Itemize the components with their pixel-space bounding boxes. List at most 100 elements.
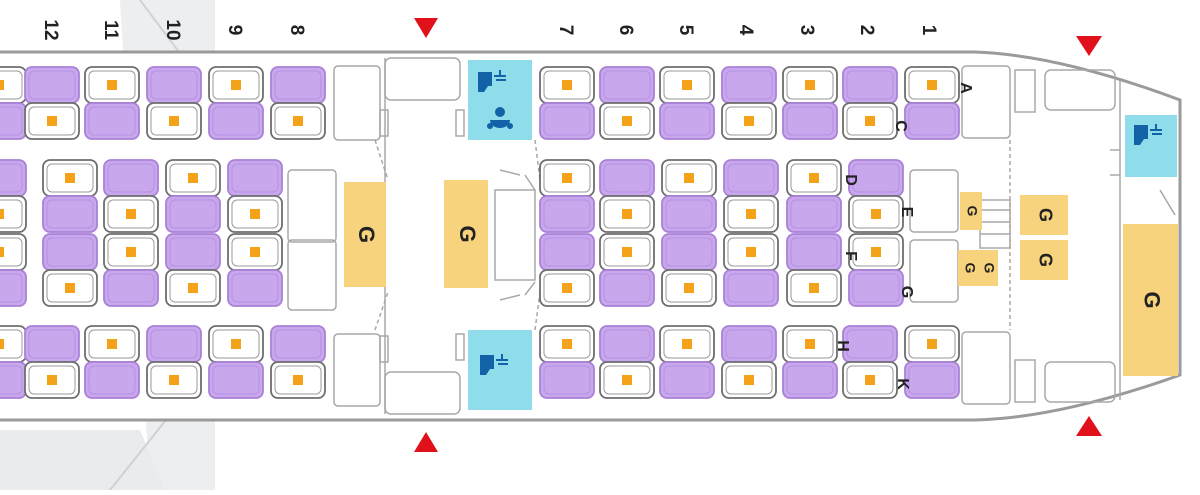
seat[interactable] [848, 195, 904, 233]
seat-indicator [562, 283, 572, 293]
seat[interactable] [904, 66, 960, 104]
seat[interactable] [103, 233, 159, 271]
seat[interactable] [848, 269, 904, 307]
seat[interactable] [904, 361, 960, 399]
seat[interactable] [146, 66, 202, 104]
seat[interactable] [208, 102, 264, 140]
seat[interactable] [539, 66, 595, 104]
galley: G [1020, 240, 1068, 280]
seat[interactable] [227, 159, 283, 197]
seat[interactable] [721, 361, 777, 399]
seat[interactable] [904, 325, 960, 363]
seat[interactable] [599, 195, 655, 233]
seat[interactable] [661, 233, 717, 271]
seat[interactable] [539, 195, 595, 233]
seat[interactable] [42, 159, 98, 197]
seat[interactable] [270, 325, 326, 363]
seat[interactable] [721, 325, 777, 363]
seat[interactable] [270, 102, 326, 140]
seat[interactable] [723, 269, 779, 307]
seat[interactable] [24, 102, 80, 140]
seat[interactable] [599, 233, 655, 271]
seat[interactable] [0, 325, 27, 363]
seat[interactable] [84, 361, 140, 399]
seat[interactable] [24, 66, 80, 104]
seat[interactable] [539, 361, 595, 399]
seat[interactable] [599, 66, 655, 104]
seat[interactable] [904, 102, 960, 140]
seat[interactable] [0, 233, 27, 271]
seat[interactable] [24, 361, 80, 399]
seat[interactable] [84, 325, 140, 363]
seat[interactable] [539, 269, 595, 307]
seat[interactable] [0, 66, 27, 104]
seat[interactable] [208, 66, 264, 104]
seat[interactable] [208, 325, 264, 363]
seat[interactable] [24, 325, 80, 363]
seat[interactable] [539, 233, 595, 271]
seat-indicator [682, 80, 692, 90]
seat[interactable] [782, 102, 838, 140]
seat[interactable] [0, 159, 27, 197]
seat[interactable] [659, 102, 715, 140]
seat[interactable] [599, 102, 655, 140]
seat[interactable] [84, 102, 140, 140]
seat[interactable] [599, 361, 655, 399]
seat[interactable] [842, 102, 898, 140]
seat[interactable] [599, 159, 655, 197]
seat[interactable] [599, 325, 655, 363]
seat[interactable] [208, 361, 264, 399]
seat[interactable] [103, 195, 159, 233]
seat[interactable] [146, 325, 202, 363]
seat[interactable] [103, 269, 159, 307]
seat[interactable] [165, 195, 221, 233]
seat[interactable] [723, 233, 779, 271]
seat[interactable] [786, 195, 842, 233]
seat[interactable] [786, 269, 842, 307]
seat[interactable] [0, 361, 27, 399]
seat[interactable] [842, 361, 898, 399]
seat[interactable] [0, 102, 27, 140]
seat[interactable] [146, 361, 202, 399]
seat[interactable] [227, 195, 283, 233]
seat[interactable] [786, 159, 842, 197]
seat[interactable] [659, 361, 715, 399]
seat[interactable] [42, 233, 98, 271]
seat[interactable] [270, 66, 326, 104]
seat[interactable] [103, 159, 159, 197]
seat[interactable] [782, 66, 838, 104]
seat[interactable] [782, 361, 838, 399]
seat[interactable] [165, 269, 221, 307]
seat[interactable] [165, 233, 221, 271]
seat[interactable] [0, 195, 27, 233]
seat[interactable] [0, 269, 27, 307]
seat-indicator [169, 375, 179, 385]
seat[interactable] [146, 102, 202, 140]
seat[interactable] [227, 269, 283, 307]
seat[interactable] [721, 66, 777, 104]
seat[interactable] [539, 325, 595, 363]
seat[interactable] [721, 102, 777, 140]
seat[interactable] [786, 233, 842, 271]
seat[interactable] [659, 325, 715, 363]
seat[interactable] [539, 102, 595, 140]
seat[interactable] [165, 159, 221, 197]
seat[interactable] [723, 195, 779, 233]
seat[interactable] [842, 66, 898, 104]
seat-indicator [231, 339, 241, 349]
seat[interactable] [723, 159, 779, 197]
seat[interactable] [661, 159, 717, 197]
seat[interactable] [42, 269, 98, 307]
seat[interactable] [659, 66, 715, 104]
seat[interactable] [782, 325, 838, 363]
seat[interactable] [270, 361, 326, 399]
seat[interactable] [661, 269, 717, 307]
seat[interactable] [661, 195, 717, 233]
seat[interactable] [84, 66, 140, 104]
seat[interactable] [42, 195, 98, 233]
seat[interactable] [227, 233, 283, 271]
seat[interactable] [539, 159, 595, 197]
seat[interactable] [599, 269, 655, 307]
